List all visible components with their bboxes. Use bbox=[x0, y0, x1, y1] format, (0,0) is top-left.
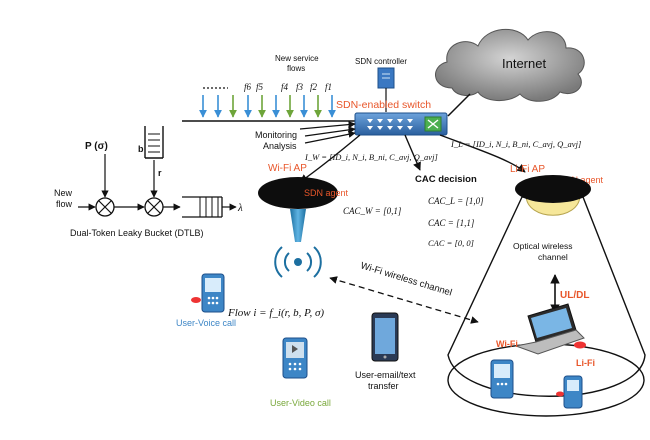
wifi-agent-disc bbox=[258, 177, 338, 209]
token-bucket-icon bbox=[144, 126, 164, 159]
iw-formula: I_W = [ID_i, N_i, B_ni, C_avj, Q_avj] bbox=[304, 152, 438, 162]
flow-f4: f4 bbox=[281, 82, 289, 92]
r-label: r bbox=[158, 168, 162, 178]
flow-f6: f6 bbox=[244, 82, 252, 92]
phone-icon bbox=[282, 337, 308, 379]
b-label: b bbox=[138, 144, 144, 154]
wifi-ap: Wi-Fi AP SDN agent CAC_W = [0,1] bbox=[258, 163, 402, 278]
lambda-label: λ bbox=[237, 202, 243, 214]
owc-label-1: Optical wireless bbox=[513, 241, 573, 251]
user-voice-label: User-Voice call bbox=[176, 318, 236, 328]
lifi-tag: Li-Fi bbox=[576, 358, 595, 368]
internet-label: Internet bbox=[502, 56, 546, 71]
sdn-switch-label: SDN-enabled switch bbox=[336, 99, 431, 111]
switch-internet-link bbox=[447, 93, 471, 117]
cac-l: CAC_L = [1,0] bbox=[428, 196, 484, 206]
wifi-channel: Wi-Fi wireless channel bbox=[329, 260, 479, 324]
flow-f2: f2 bbox=[310, 82, 318, 92]
p-sigma-label: P (σ) bbox=[85, 141, 108, 152]
new-flow-label-2: flow bbox=[56, 199, 73, 209]
cac-11: CAC = [1,1] bbox=[428, 218, 475, 228]
dtlb-label: Dual-Token Leaky Bucket (DTLB) bbox=[70, 228, 204, 238]
user-voice: User-Voice call bbox=[176, 273, 236, 328]
wifi-channel-label: Wi-Fi wireless channel bbox=[359, 260, 453, 298]
sdn-controller: SDN controller bbox=[355, 57, 407, 112]
user-email-label-1: User-email/text bbox=[355, 370, 416, 380]
user-email-label-2: transfer bbox=[368, 381, 399, 391]
cloud-icon bbox=[435, 28, 585, 102]
new-service-label-1: New service bbox=[275, 54, 319, 63]
wifi-ap-label: Wi-Fi AP bbox=[268, 163, 307, 174]
switch-to-lifi-arrow bbox=[439, 134, 526, 173]
wifi-channel-arrow bbox=[329, 276, 479, 324]
flow-f3: f3 bbox=[296, 82, 304, 92]
flow-formula: Flow i = f_i(r, b, P, σ) bbox=[227, 307, 324, 319]
new-service-label-2: flows bbox=[287, 64, 305, 73]
phone-icon bbox=[563, 375, 583, 409]
tablet-icon bbox=[371, 312, 399, 362]
owc-label-2: channel bbox=[538, 252, 568, 262]
sdn-agent-left-label: SDN agent bbox=[304, 188, 349, 198]
lifi-cell-devices: Wi-Fi Li-Fi bbox=[490, 303, 595, 409]
lifi-ap-label: Li-Fi AP bbox=[510, 164, 545, 175]
phone-icon bbox=[490, 359, 514, 399]
lifi-ap: Li-Fi AP SDN agent Optical wireless chan… bbox=[447, 164, 646, 417]
ul-dl-label: UL/DL bbox=[560, 290, 589, 301]
laptop-icon bbox=[514, 303, 585, 355]
new-service-flows: New service flows f6 f5 f4 f3 f2 f1 bbox=[182, 54, 355, 122]
sdn-controller-label: SDN controller bbox=[355, 57, 407, 66]
user-video: User-Video call bbox=[270, 337, 331, 408]
cac-decision-label: CAC decision bbox=[415, 174, 477, 185]
cac-w: CAC_W = [0,1] bbox=[343, 206, 402, 216]
light-cone-icon bbox=[447, 196, 646, 397]
analysis-label: Analysis bbox=[263, 141, 297, 151]
lifi-agent-disc bbox=[515, 175, 591, 203]
monitoring-analysis: Monitoring Analysis bbox=[255, 121, 356, 151]
user-email: User-email/text transfer bbox=[355, 312, 416, 391]
cac-00: CAC = [0, 0] bbox=[428, 238, 474, 248]
queue-icon bbox=[182, 196, 223, 218]
phone-icon bbox=[201, 273, 225, 313]
monitoring-label: Monitoring bbox=[255, 130, 297, 140]
il-formula: I_L = [ID_i, N_i, B_ni, C_avj, Q_avj] bbox=[450, 139, 581, 149]
switch-to-cac-arrow bbox=[404, 134, 421, 171]
flow-f1: f1 bbox=[325, 82, 332, 92]
dtlb-block: P (σ) b r New flow bbox=[54, 126, 243, 238]
antenna-icon bbox=[290, 209, 306, 242]
cac-decision: CAC decision CAC_L = [1,0] CAC = [1,1] C… bbox=[415, 174, 484, 248]
wifi-tag: Wi-Fi bbox=[496, 339, 518, 349]
flow-f5: f5 bbox=[256, 82, 264, 92]
user-video-label: User-Video call bbox=[270, 398, 331, 408]
internet-cloud: Internet bbox=[435, 28, 585, 102]
new-flow-label-1: New bbox=[54, 188, 73, 198]
